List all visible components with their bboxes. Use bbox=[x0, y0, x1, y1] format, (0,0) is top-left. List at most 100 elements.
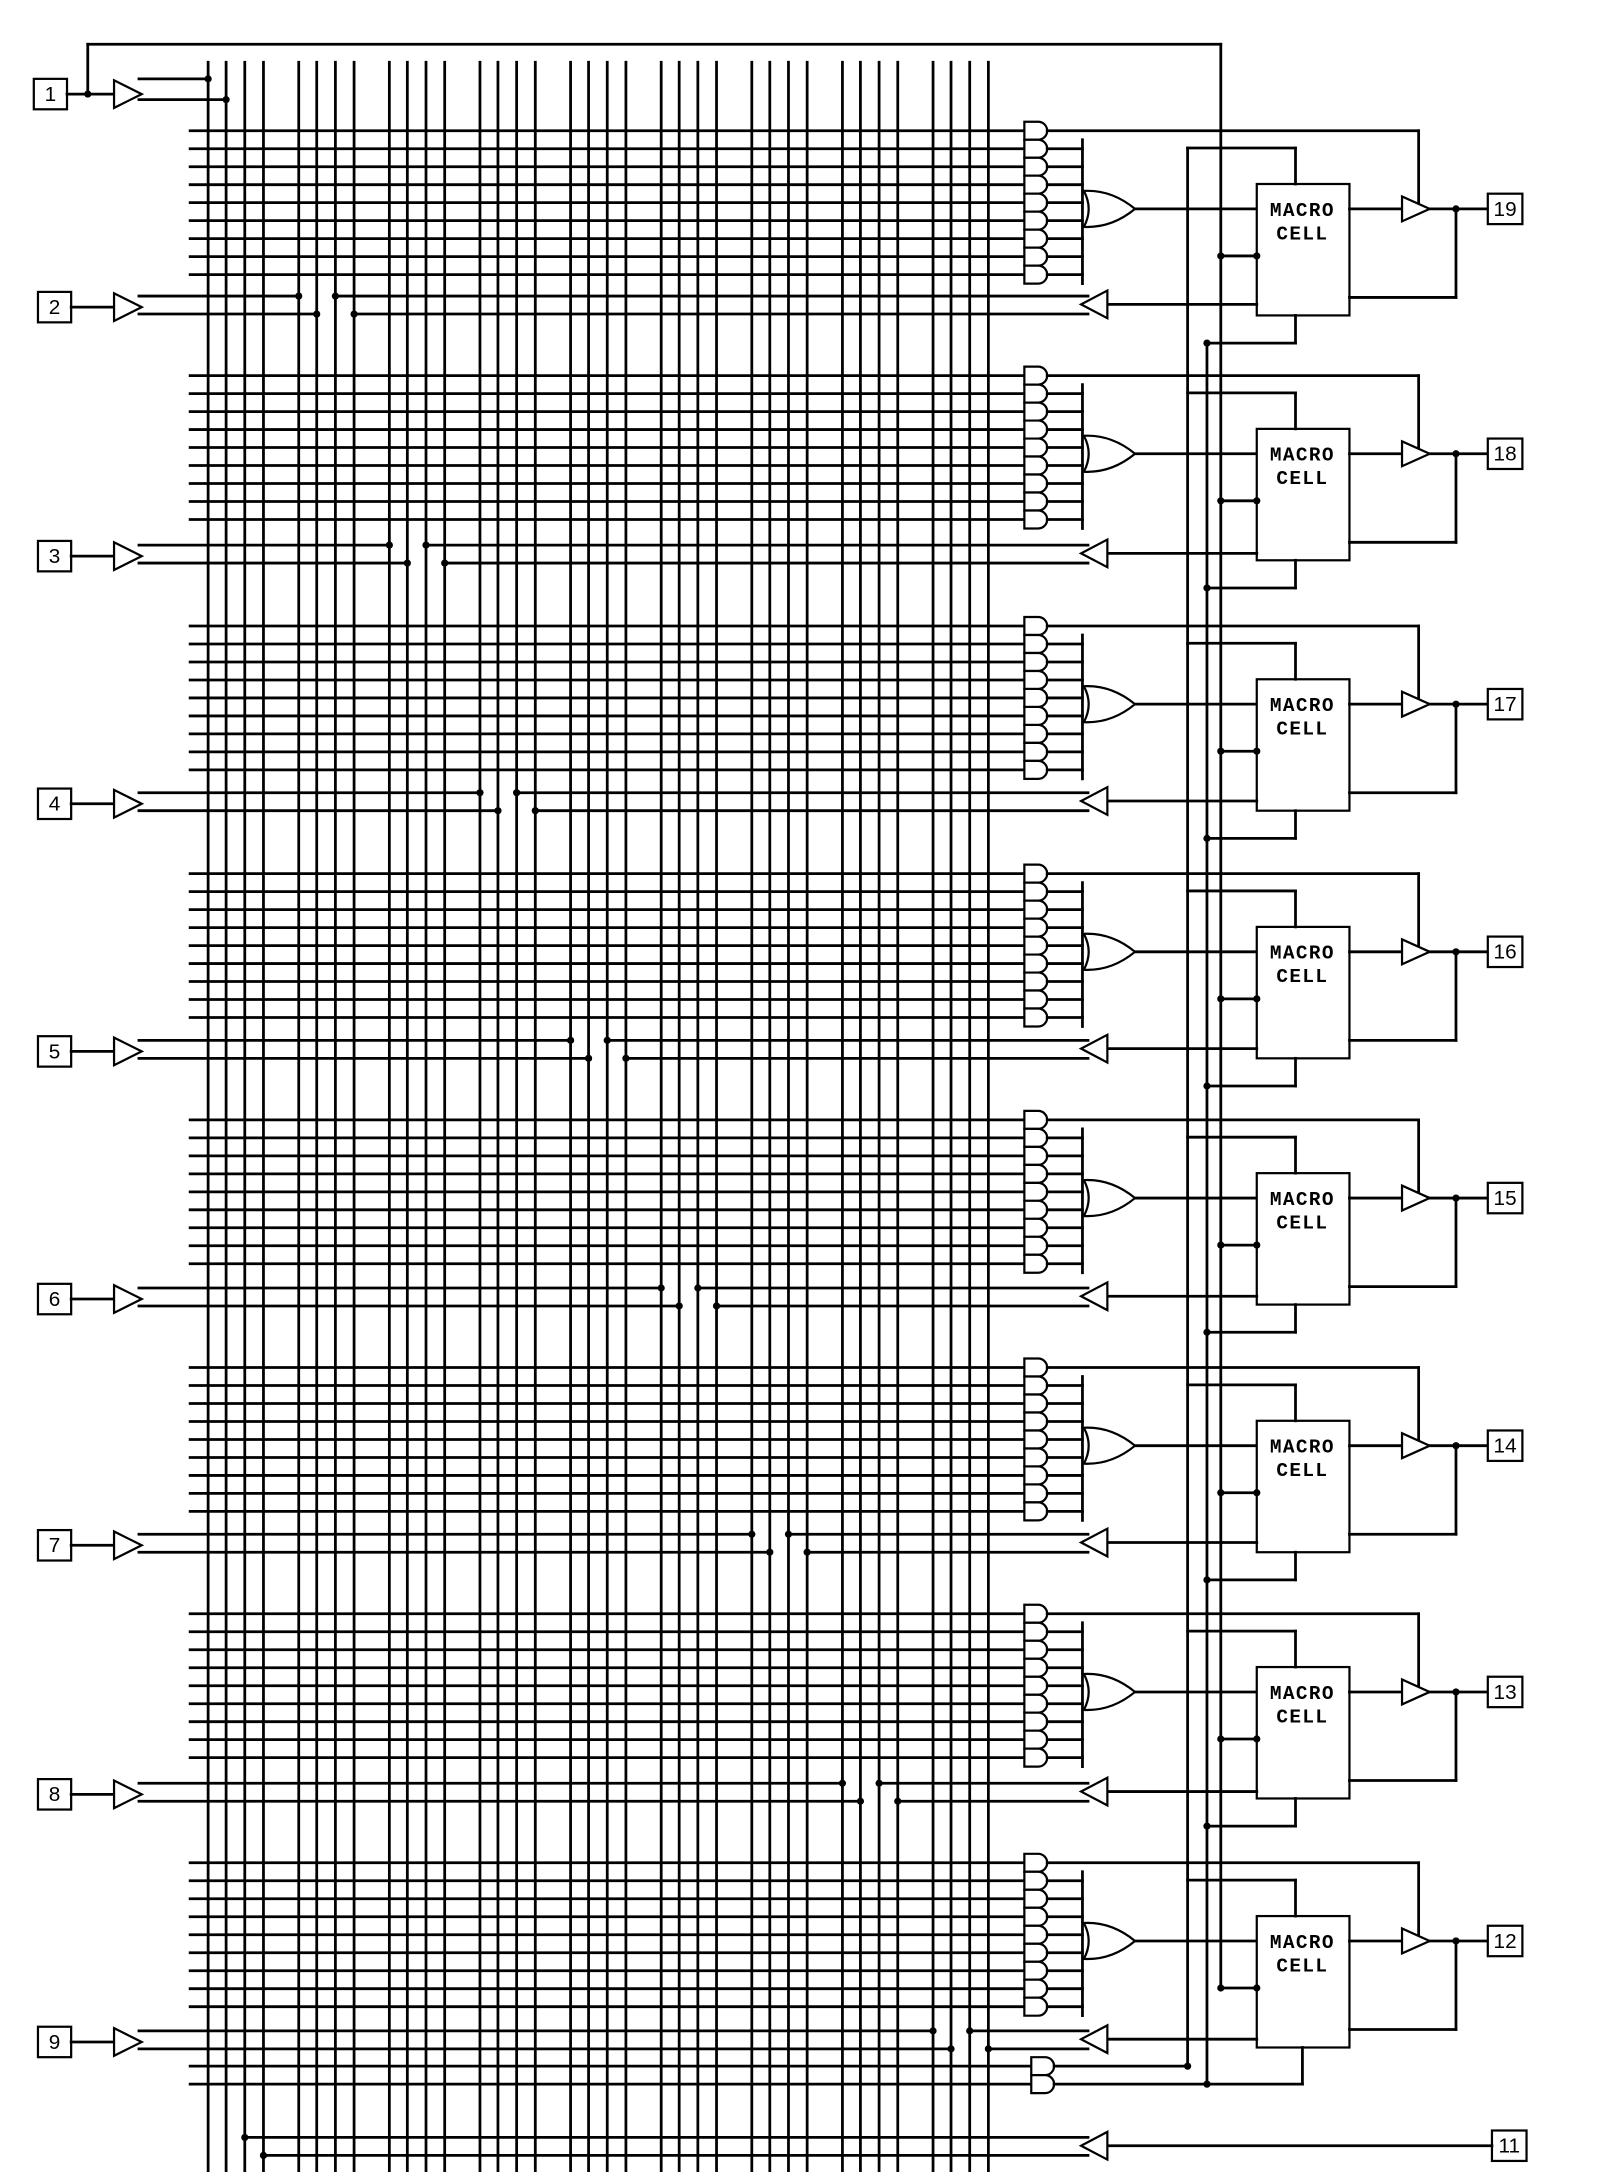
and-gate-icon bbox=[1023, 1393, 1049, 1414]
or-gate-icon bbox=[1082, 1672, 1137, 1712]
junction-dot bbox=[531, 807, 539, 815]
and-gate-icon bbox=[1023, 1429, 1049, 1450]
and-gate-icon bbox=[1023, 437, 1049, 458]
junction-dot bbox=[803, 1548, 811, 1556]
and-gate-icon bbox=[1023, 455, 1049, 476]
macrocell-label: MACRO bbox=[1270, 695, 1335, 717]
junction-dot bbox=[1183, 2062, 1192, 2070]
and-gate-icon bbox=[1023, 1465, 1049, 1486]
junction-dot bbox=[204, 75, 212, 83]
or-gate-icon bbox=[1082, 189, 1137, 229]
and-gate-icon bbox=[1023, 741, 1049, 762]
output-buffer-icon bbox=[1400, 937, 1433, 966]
and-gate-icon bbox=[1023, 246, 1049, 267]
macrocell bbox=[1255, 182, 1351, 317]
output-pin-box bbox=[1486, 437, 1524, 471]
and-gate-icon bbox=[1023, 1747, 1049, 1768]
and-gate-icon bbox=[1023, 633, 1049, 655]
macrocell-label: CELL bbox=[1276, 468, 1328, 490]
input-pin-8: 8 bbox=[36, 1777, 865, 1811]
and-gate-icon bbox=[1023, 1729, 1049, 1750]
output-pin-number: 16 bbox=[1494, 941, 1517, 964]
junction-dot bbox=[1203, 1576, 1211, 1584]
and-gate-icon bbox=[1023, 971, 1049, 992]
input-buffer-icon bbox=[112, 1529, 145, 1561]
and-gate-icon bbox=[1023, 509, 1049, 530]
control-terms bbox=[188, 2046, 1304, 2095]
pin-box bbox=[32, 77, 69, 111]
output-pin-number: 18 bbox=[1494, 443, 1517, 466]
junction-dot bbox=[385, 541, 393, 549]
macrocell bbox=[1255, 1665, 1351, 1800]
junction-dot bbox=[1203, 1082, 1211, 1090]
and-gate-icon bbox=[1023, 365, 1049, 386]
junction-dot bbox=[1203, 584, 1211, 592]
pin-number: 5 bbox=[49, 1040, 61, 1063]
input-pin-7: 7 bbox=[36, 1528, 774, 1562]
and-gate-icon bbox=[1023, 1411, 1049, 1432]
and-gate-icon bbox=[1023, 651, 1049, 673]
junction-dot bbox=[712, 1302, 721, 1310]
and-gate-icon bbox=[1023, 1924, 1049, 1945]
and-gate-icon bbox=[1023, 1711, 1049, 1732]
and-gate-icon bbox=[1023, 210, 1049, 231]
macrocell-label: CELL bbox=[1276, 1706, 1328, 1728]
and-gate-icon bbox=[1023, 419, 1049, 440]
pin-number: 4 bbox=[49, 793, 61, 816]
macrocell-label: MACRO bbox=[1270, 445, 1335, 467]
junction-dot bbox=[494, 807, 502, 815]
junction-dot bbox=[584, 1054, 593, 1062]
and-gate-icon bbox=[1023, 383, 1049, 404]
and-gate-icon bbox=[1023, 1007, 1049, 1028]
output-buffer-icon bbox=[1400, 1183, 1433, 1213]
macrocell-label: MACRO bbox=[1270, 1932, 1335, 1954]
junction-dot bbox=[350, 310, 358, 318]
macrocell bbox=[1255, 1172, 1351, 1306]
and-gate-icon bbox=[1023, 473, 1049, 494]
feedback-buffer-icon bbox=[1078, 2023, 1109, 2055]
macrocell-label: MACRO bbox=[1270, 200, 1335, 222]
and-gate-icon bbox=[1023, 138, 1049, 159]
and-gate-icon bbox=[1023, 1657, 1049, 1678]
pin-number: 7 bbox=[49, 1534, 61, 1557]
macrocell bbox=[1255, 427, 1351, 562]
junction-dot bbox=[441, 559, 449, 567]
junction-dot bbox=[894, 1797, 902, 1805]
junction-dot bbox=[422, 541, 430, 549]
feedback-buffer-icon bbox=[1078, 288, 1109, 321]
junction-dot bbox=[966, 2027, 974, 2035]
output-pin-box bbox=[1486, 935, 1524, 969]
macrocell bbox=[1255, 1914, 1351, 2049]
feedback-buffer-icon bbox=[1078, 785, 1109, 817]
and-gate-icon bbox=[1023, 935, 1049, 956]
junction-dot bbox=[1253, 995, 1261, 1003]
and-gate-icon bbox=[1023, 192, 1049, 213]
junction-dot bbox=[403, 559, 411, 567]
junction-dot bbox=[784, 1530, 793, 1538]
junction-dot bbox=[1253, 1489, 1261, 1497]
junction-dot bbox=[331, 292, 339, 300]
pin-number: 9 bbox=[49, 2031, 61, 2054]
and-gate-icon bbox=[1023, 899, 1049, 920]
output-pin-number: 13 bbox=[1494, 1681, 1517, 1704]
and-gate-icon bbox=[1023, 989, 1049, 1010]
and-gate-icon bbox=[1023, 1978, 1049, 1999]
and-gate-icon bbox=[1023, 1235, 1049, 1256]
and-gate-icon bbox=[1023, 401, 1049, 422]
and-gate-icon bbox=[1023, 264, 1049, 285]
output-buffer-icon bbox=[1400, 1431, 1433, 1460]
junction-dot bbox=[566, 1036, 575, 1044]
junction-dot bbox=[1217, 497, 1225, 505]
and-gate-icon bbox=[1023, 1447, 1049, 1468]
junction-dot bbox=[856, 1797, 865, 1805]
and-gate-icon bbox=[1023, 228, 1049, 249]
and-gate-icon bbox=[1023, 1357, 1049, 1378]
junction-dot bbox=[675, 1302, 683, 1310]
or-gate-icon bbox=[1082, 1426, 1137, 1465]
output-pin-number: 12 bbox=[1494, 1930, 1517, 1953]
macrocell-label: CELL bbox=[1276, 1955, 1328, 1977]
